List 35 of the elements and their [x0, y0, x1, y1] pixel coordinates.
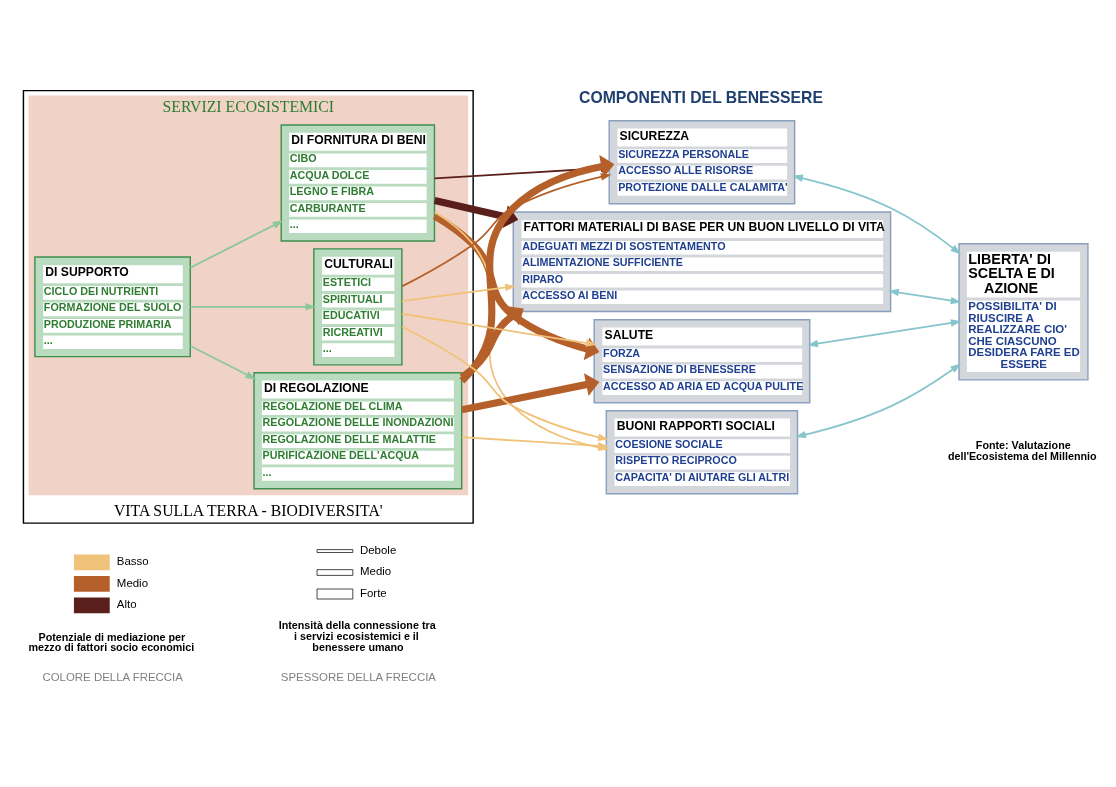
- label: Intensità della connessione tra i servizi ecosistemici e il benessere umano: [278, 619, 436, 653]
- node-box: BUONI RAPPORTI SOCIALI COESIONE SOCIALE RISPETTO RECIPROCO CAPACITA' DI AIUTARE GLI ALTRI: [605, 409, 799, 495]
- arrow: [189, 220, 284, 269]
- arrow: [792, 174, 962, 255]
- arrow: [401, 173, 612, 288]
- node-box: DI FORNITURA DI BENI CIBO ACQUA DOLCE LEGNO E FIBRA CARBURANTE ...: [280, 124, 436, 242]
- arrow: [432, 212, 600, 361]
- node-box: SICUREZZA SICUREZZA PERSONALE ACCESSO ALLE RISORSE PROTEZIONE DALLE CALAMITA': [608, 119, 796, 205]
- label: Potenziale di mediazione per mezzo di fattori socio economici: [28, 630, 195, 654]
- legend-label: Forte: [360, 586, 387, 599]
- legend-label: Alto: [116, 598, 137, 611]
- label: COLORE DELLA FRECCIA: [42, 670, 183, 683]
- arrow: [461, 373, 600, 414]
- legend-label: Medio: [360, 565, 392, 578]
- node-box: FATTORI MATERIALI DI BASE PER UN BUON LIVELLO DI VITA ADEGUATI MEZZI DI SOSTENTAMENTO ALIMENTAZIONE SUFFICIENTE RIPARO ACCESSO AI BENI: [512, 211, 892, 313]
- arrow: [888, 288, 962, 305]
- arrow: [189, 303, 317, 311]
- arrow: [401, 325, 609, 441]
- node-box: CULTURALI ESTETICI SPIRITUALI EDUCATIVI RICREATIVI ...: [313, 248, 403, 366]
- legend-label: Debole: [360, 543, 397, 556]
- arrow: [807, 319, 962, 348]
- node-box: DI REGOLAZIONE REGOLAZIONE DEL CLIMA REGOLAZIONE DELLE INONDAZIONI REGOLAZIONE DELLE MALATTIE PURIFICAZIONE DELL'ACQUA ...: [253, 372, 463, 490]
- arrow: [795, 363, 962, 439]
- arrow: [401, 283, 516, 303]
- legend-label: Basso: [116, 555, 149, 568]
- label: Fonte: Valutazione dell'Ecosistema del Millennio: [947, 439, 1097, 463]
- legend-label: Medio: [116, 576, 149, 589]
- arrow: [189, 345, 257, 380]
- node-box: LIBERTA' DI SCELTA E DI AZIONE POSSIBILITA' DI RIUSCIRE A REALIZZARE CIO' CHE CIASCUNO DESIDERA FARE ED ESSERE: [958, 243, 1089, 381]
- label: SPESSORE DELLA FRECCIA: [280, 670, 436, 683]
- arrow: [401, 312, 597, 347]
- arrow: [433, 196, 519, 229]
- label: COMPONENTI DEL BENESSERE: [579, 89, 823, 107]
- node-box: SALUTE FORZA SENSAZIONE DI BENESSERE ACCESSO AD ARIA ED ACQUA PULITE: [593, 319, 811, 404]
- node-box: DI SUPPORTO CICLO DEI NUTRIENTI FORMAZIONE DEL SUOLO PRODUZIONE PRIMARIA ...: [34, 256, 191, 358]
